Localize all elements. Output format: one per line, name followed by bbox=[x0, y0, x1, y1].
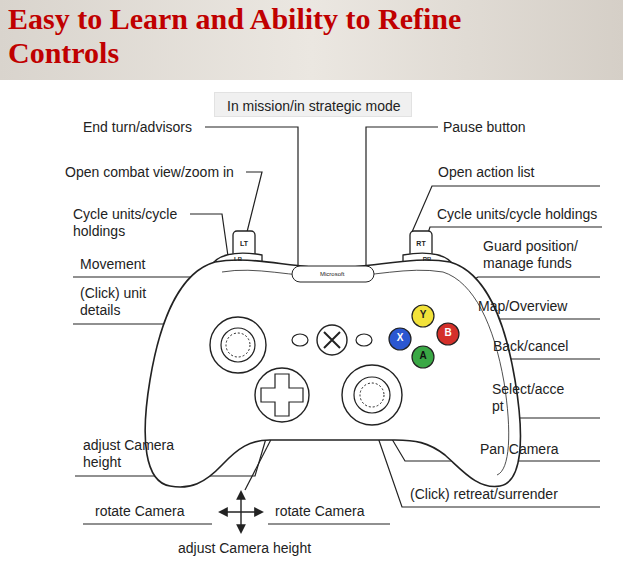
center-buttons bbox=[292, 325, 372, 355]
control-label: Open action list bbox=[438, 164, 535, 181]
trigger-label: RT bbox=[411, 240, 431, 248]
control-label: adjust Camera height bbox=[83, 437, 193, 471]
controller-body bbox=[145, 260, 520, 487]
right-stick bbox=[342, 365, 402, 425]
control-label: rotate Camera bbox=[275, 503, 364, 520]
d-pad bbox=[255, 368, 309, 422]
control-label: (Click) unit details bbox=[80, 285, 172, 319]
button-letter: B bbox=[440, 327, 456, 339]
body-inner-line bbox=[222, 270, 509, 475]
button-letter: Y bbox=[415, 309, 431, 321]
control-label: Cycle units/cycle holdings bbox=[73, 206, 203, 240]
control-label: End turn/advisors bbox=[83, 119, 192, 136]
control-label: Map/Overview bbox=[478, 298, 567, 315]
control-label: Cycle units/cycle holdings bbox=[437, 206, 597, 223]
control-label: (Click) retreat/surrender bbox=[410, 486, 558, 503]
control-label: Movement bbox=[80, 256, 145, 273]
bumper-label: LB bbox=[228, 256, 248, 263]
leader-lines bbox=[73, 127, 602, 524]
button-letter: A bbox=[415, 350, 431, 362]
face-buttons bbox=[389, 305, 459, 368]
mode-text: In mission/in strategic mode bbox=[227, 98, 401, 115]
control-label: adjust Camera height bbox=[178, 540, 311, 557]
brand-badge bbox=[292, 266, 374, 282]
direction-arrows bbox=[220, 492, 262, 532]
control-label: Pause button bbox=[443, 119, 526, 136]
control-label: Select/acce pt bbox=[492, 381, 577, 415]
bumper-label: RB bbox=[417, 256, 437, 263]
mode-band: In mission/in strategic mode bbox=[214, 92, 412, 117]
control-label: Guard position/ manage funds bbox=[483, 238, 595, 272]
left-stick bbox=[210, 317, 266, 373]
control-label: Back/cancel bbox=[493, 338, 568, 355]
control-label: rotate Camera bbox=[95, 503, 184, 520]
control-label: Open combat view/zoom in bbox=[65, 164, 234, 181]
title-band bbox=[0, 0, 623, 80]
slide-title: Easy to Learn and Ability to Refine Cont… bbox=[8, 2, 568, 70]
brand-text: Microsoft bbox=[320, 271, 344, 278]
trigger-label: LT bbox=[234, 240, 254, 248]
control-label: Pan Camera bbox=[480, 441, 559, 458]
button-letter: X bbox=[392, 332, 408, 344]
